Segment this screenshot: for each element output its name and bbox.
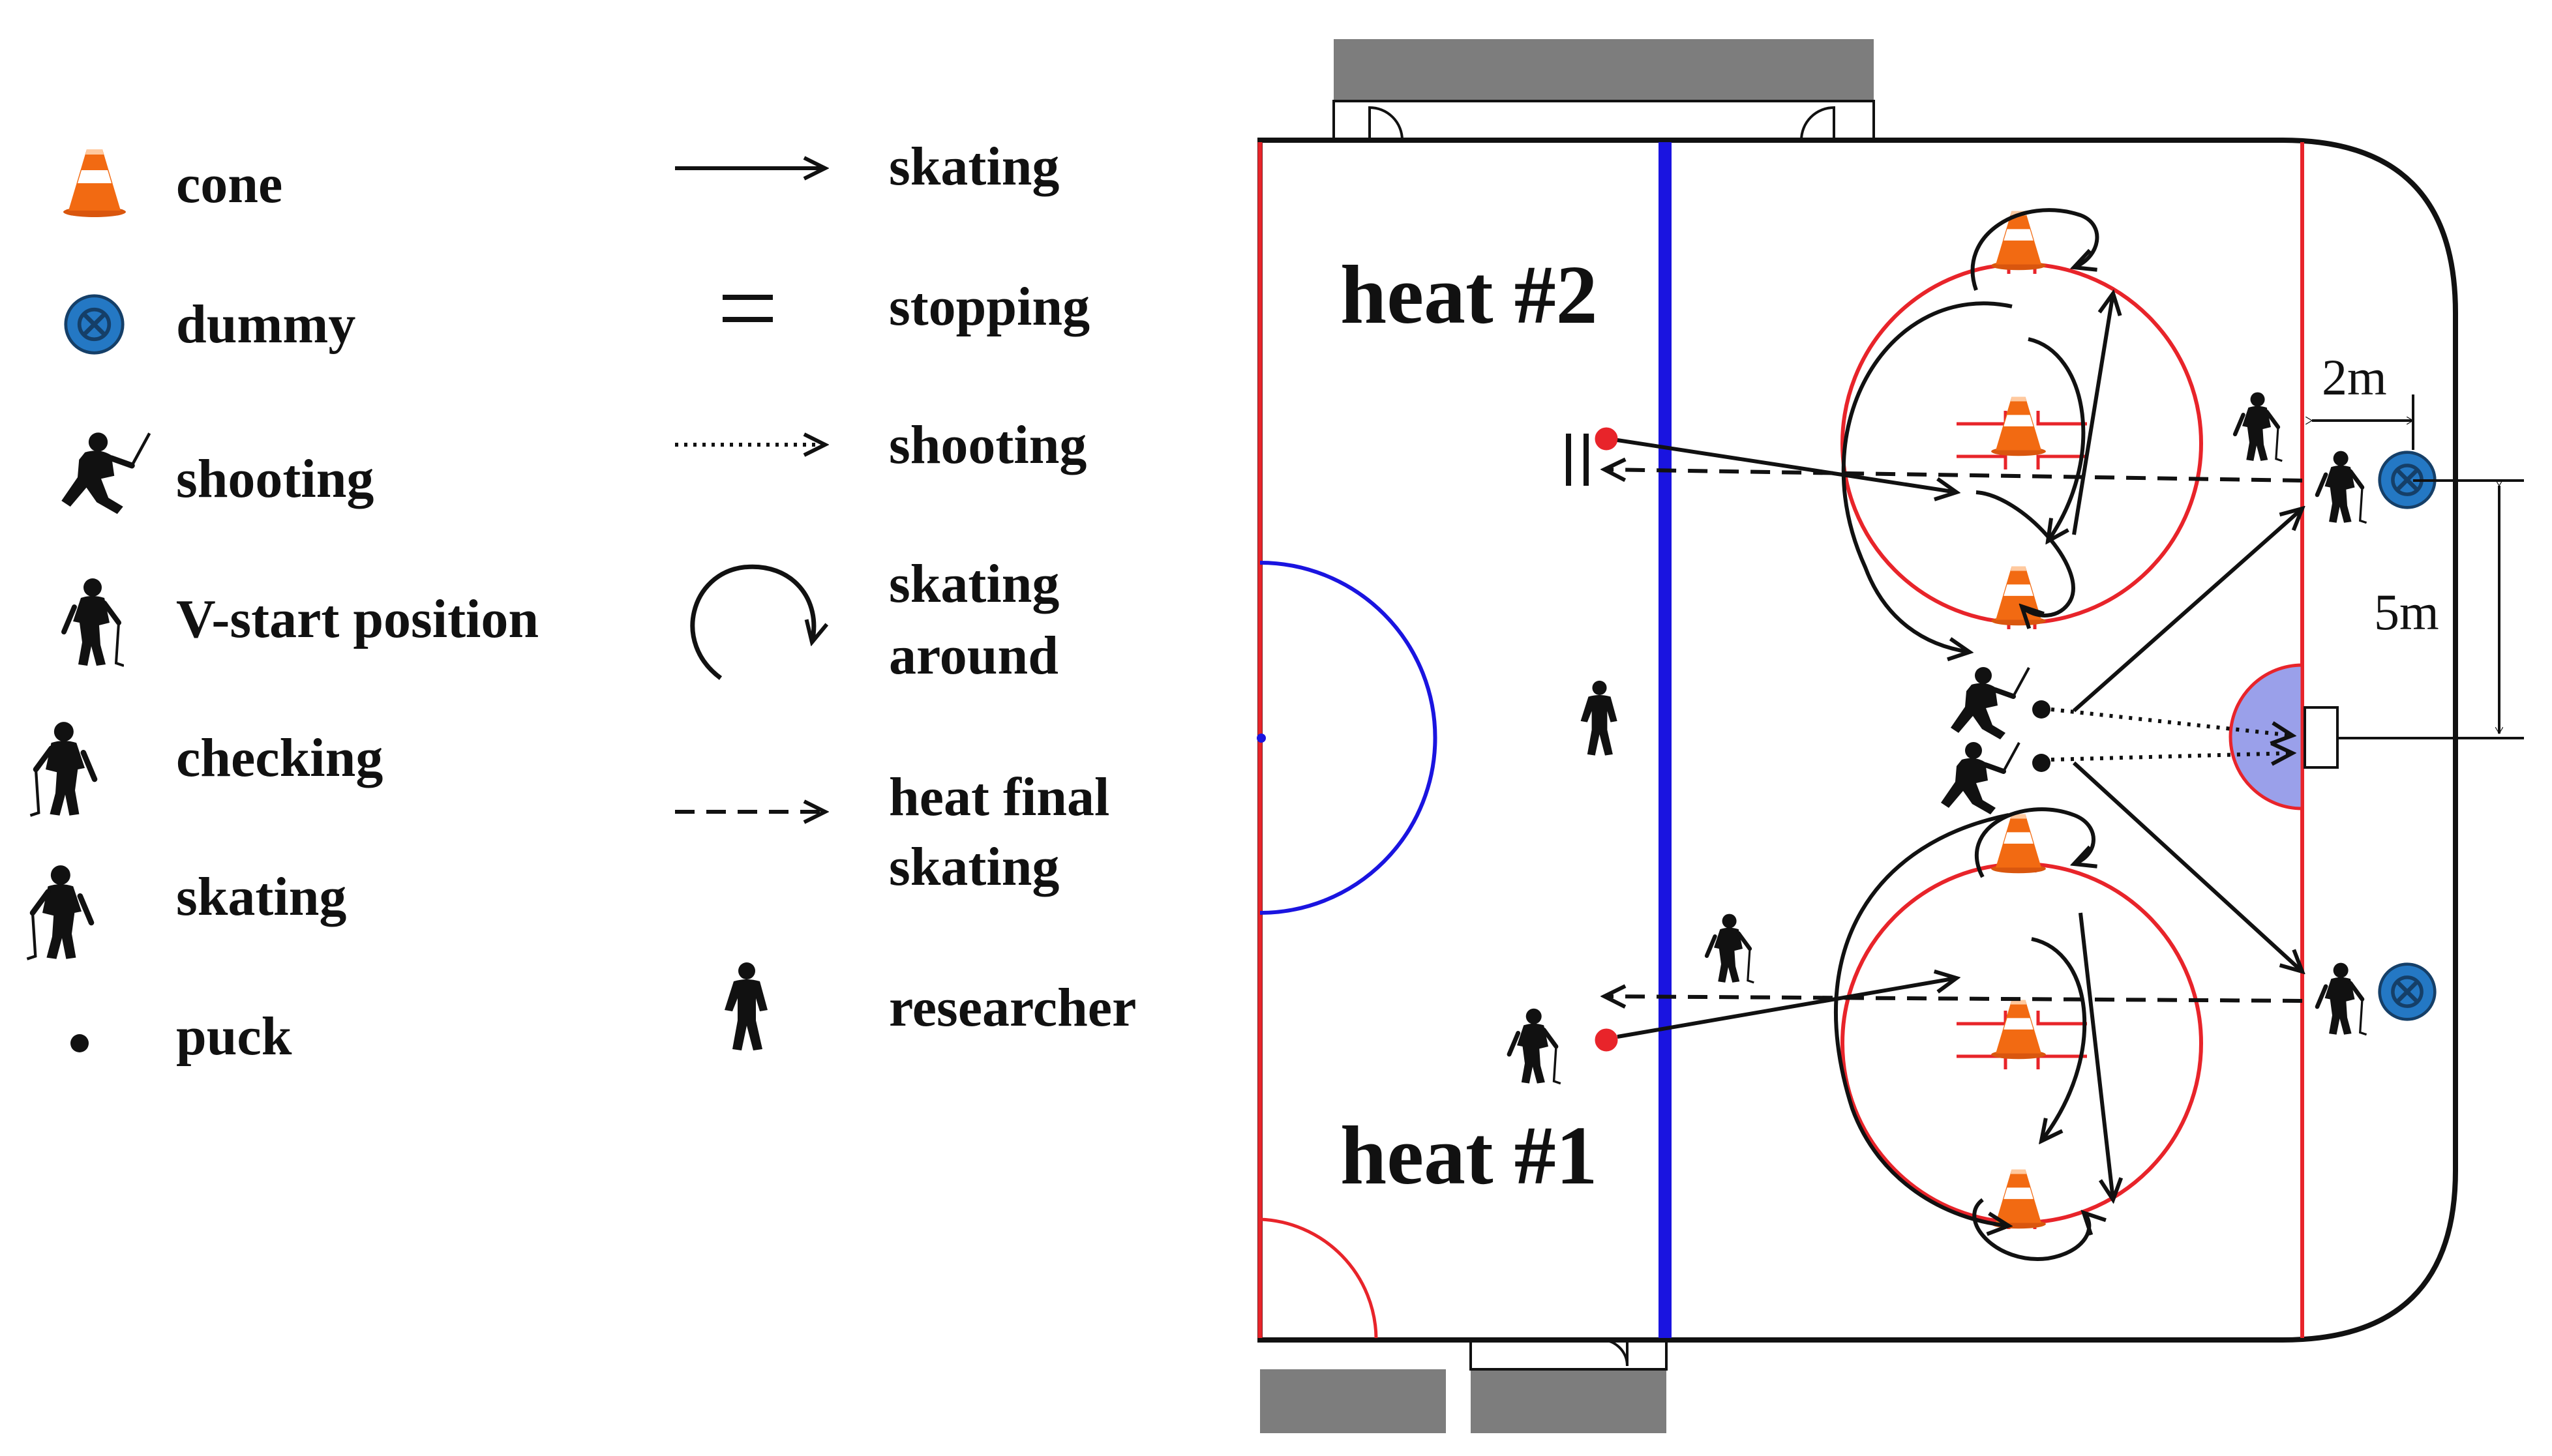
heat-2-label: heat #2 <box>1340 248 1598 341</box>
legend-right: skating stopping shooting skating around… <box>675 136 1136 1050</box>
goal-net <box>2304 706 2339 769</box>
legend-label-dummy: dummy <box>176 294 355 355</box>
legend-label-checking: checking <box>176 728 383 788</box>
legend-left: cone dummy shooting V-start position che… <box>27 149 539 1067</box>
legend-label-skating-around-1: skating <box>889 554 1059 614</box>
v-start-player-icon <box>64 578 124 666</box>
dim-label-2m: 2m <box>2322 349 2387 406</box>
legend-label-puck: puck <box>176 1006 292 1067</box>
rink-boards <box>1257 138 2458 1343</box>
stop-sign-icon <box>723 295 773 322</box>
legend-label-v-start: V-start position <box>176 589 539 649</box>
researcher-icon <box>725 962 768 1050</box>
legend-label-shooting: shooting <box>176 449 374 509</box>
goal-crease <box>2229 663 2304 810</box>
dimension-2m: 2m <box>2312 349 2414 450</box>
center-dot <box>1257 734 1266 743</box>
bench-top <box>1334 39 1874 101</box>
legend-label-skating-line: skating <box>889 136 1059 197</box>
center-circle <box>1259 561 1437 915</box>
dummy-icon <box>2380 964 2435 1020</box>
paths-heat-2 <box>1604 208 2303 652</box>
bench-bottom-right <box>1471 1369 1666 1433</box>
legend-label-stopping: stopping <box>889 276 1090 337</box>
legend-label-researcher: researcher <box>889 977 1136 1038</box>
paths-heat-1 <box>1604 807 2303 1261</box>
curved-arrow-icon <box>690 564 814 680</box>
checking-player-icon <box>30 722 95 816</box>
red-start-dot-bottom <box>1591 1025 1621 1055</box>
shooting-paths <box>2050 509 2302 972</box>
legend-label-cone: cone <box>176 154 282 215</box>
legend-label-skating-around-2: around <box>889 625 1058 686</box>
neutral-faceoff-arc <box>1259 1217 1378 1339</box>
door-top-left <box>1368 106 1404 141</box>
puck-icon <box>70 1034 89 1052</box>
dimension-5m: 5m <box>2338 479 2524 739</box>
shooting-player-icon <box>61 432 149 514</box>
legend-label-shooting-line: shooting <box>889 415 1087 475</box>
rink: 2m 5m heat #2 heat #1 <box>1257 39 2524 1433</box>
dummy-icon <box>66 296 123 353</box>
cone-icon <box>63 149 126 217</box>
dim-label-5m: 5m <box>2374 584 2439 640</box>
puck-icon <box>2032 754 2050 772</box>
bench-bottom-left <box>1260 1369 1446 1433</box>
red-start-dot-top <box>1591 424 1621 454</box>
puck-icon <box>2032 700 2050 719</box>
skating-player-icon <box>27 865 91 959</box>
legend-label-skating: skating <box>176 867 346 927</box>
legend-label-heat-final-1: heat final <box>889 767 1109 827</box>
legend-label-heat-final-2: skating <box>889 837 1059 897</box>
heat-1-label: heat #1 <box>1340 1109 1598 1202</box>
door-top-right <box>1800 106 1835 141</box>
